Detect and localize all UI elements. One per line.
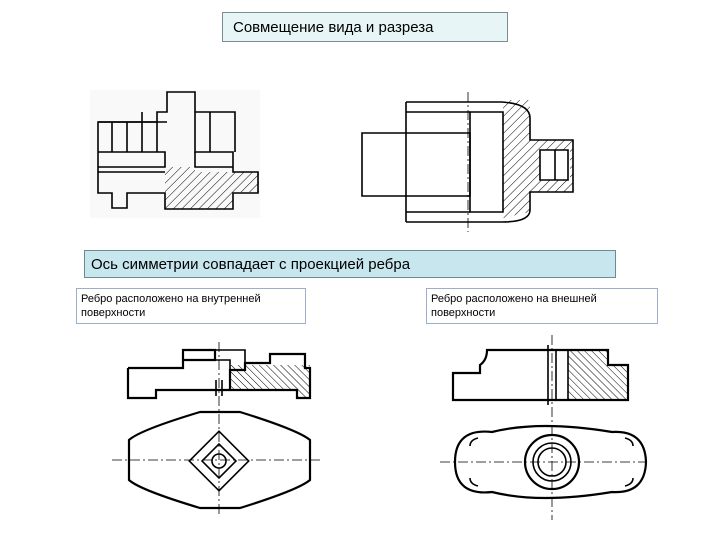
subtitle-text: Ось симметрии совпадает с проекцией ребр… xyxy=(91,255,411,273)
title-box: Совмещение вида и разреза xyxy=(222,12,508,42)
note-external-rib: Ребро расположено на внешней поверхности xyxy=(426,288,658,324)
drawing-bottom-left xyxy=(112,342,320,515)
drawing-top-right xyxy=(361,92,574,232)
drawing-bottom-right xyxy=(440,335,648,520)
note-internal-rib: Ребро расположено на внутренней поверхно… xyxy=(76,288,306,324)
subtitle-box: Ось симметрии совпадает с проекцией ребр… xyxy=(84,250,616,278)
note-external-rib-text: Ребро расположено на внешней поверхности xyxy=(431,293,597,319)
title-text: Совмещение вида и разреза xyxy=(233,18,434,36)
drawing-top-left xyxy=(90,90,260,218)
note-internal-rib-text: Ребро расположено на внутренней поверхно… xyxy=(81,293,261,319)
